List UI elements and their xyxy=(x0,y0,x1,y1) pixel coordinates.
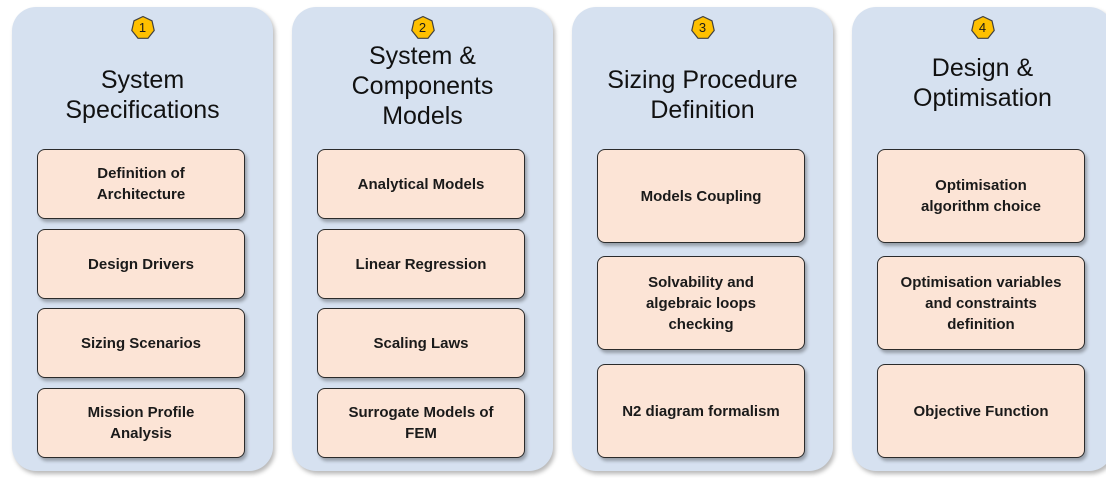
item-card: Scaling Laws xyxy=(317,308,525,378)
step-badge-1: 1 xyxy=(130,15,156,41)
step-title: System Specifications xyxy=(65,66,220,124)
step-column-1: 1 System Specifications Definition of Ar… xyxy=(12,7,273,471)
step-column-4: 4 Design & Optimisation Optimisation alg… xyxy=(852,7,1106,471)
item-card: N2 diagram formalism xyxy=(597,364,805,458)
item-label: Optimisation variables and constraints d… xyxy=(900,273,1062,333)
item-card: Analytical Models xyxy=(317,149,525,219)
heptagon-badge-icon xyxy=(690,15,715,39)
item-card: Models Coupling xyxy=(597,149,805,243)
heptagon-badge-icon xyxy=(970,15,995,39)
item-label: Definition of Architecture xyxy=(96,165,186,203)
item-card: Surrogate Models of FEM xyxy=(317,388,525,458)
item-card: Optimisation variables and constraints d… xyxy=(877,256,1085,350)
step-column-2: 2 System & Components Models Analytical … xyxy=(292,7,553,471)
item-label: Design Drivers xyxy=(88,255,194,273)
item-label: Optimisation algorithm choice xyxy=(920,177,1042,215)
step-column-3: 3 Sizing Procedure Definition Models Cou… xyxy=(572,7,833,471)
step-number: 3 xyxy=(698,20,707,35)
item-label: N2 diagram formalism xyxy=(622,402,780,420)
item-card: Definition of Architecture xyxy=(37,149,245,219)
item-label: Scaling Laws xyxy=(373,334,469,352)
item-label: Solvability and algebraic loops checking xyxy=(645,273,757,333)
item-card: Linear Regression xyxy=(317,229,525,299)
step-badge-3: 3 xyxy=(690,15,716,41)
step-number: 2 xyxy=(418,20,427,35)
step-badge-2: 2 xyxy=(410,15,436,41)
step-number: 4 xyxy=(978,20,987,35)
item-label: Analytical Models xyxy=(357,175,485,193)
step-badge-4: 4 xyxy=(970,15,996,41)
item-label: Objective Function xyxy=(913,402,1049,420)
item-card: Objective Function xyxy=(877,364,1085,458)
item-label: Mission Profile Analysis xyxy=(87,404,195,442)
item-card: Optimisation algorithm choice xyxy=(877,149,1085,243)
heptagon-badge-icon xyxy=(410,15,435,39)
step-title: System & Components Models xyxy=(351,42,494,130)
step-title: Design & Optimisation xyxy=(913,54,1052,112)
step-title: Sizing Procedure Definition xyxy=(607,66,798,124)
heptagon-badge-icon xyxy=(130,15,155,39)
item-label: Linear Regression xyxy=(355,255,487,273)
item-card: Sizing Scenarios xyxy=(37,308,245,378)
item-card: Mission Profile Analysis xyxy=(37,388,245,458)
item-card: Solvability and algebraic loops checking xyxy=(597,256,805,350)
item-label: Sizing Scenarios xyxy=(80,334,202,352)
item-card: Design Drivers xyxy=(37,229,245,299)
step-number: 1 xyxy=(138,20,147,35)
item-label: Models Coupling xyxy=(640,187,762,205)
item-label: Surrogate Models of FEM xyxy=(348,404,494,442)
